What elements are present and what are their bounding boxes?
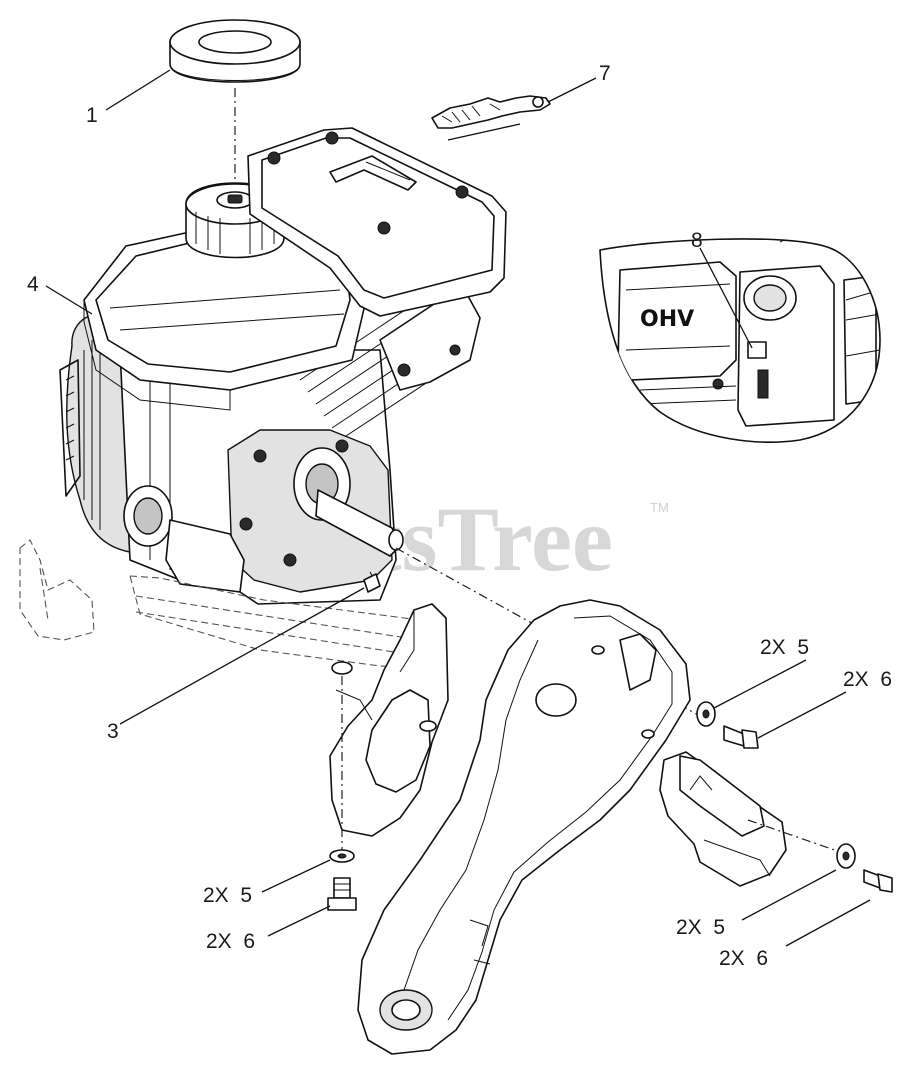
- hardware-washer-mid[interactable]: [696, 701, 716, 727]
- callout-2x5-top: 2X 5: [760, 636, 809, 659]
- decal-ohv-text: OHV: [640, 307, 694, 332]
- inset-decal-detail: OHV: [599, 238, 881, 443]
- callout-labels: 1 7 8 4 3 2X 5 2X 6 2X 5 2X 6 2X 5 2X 6: [27, 62, 892, 970]
- callout-2x5-right: 2X 5: [676, 916, 725, 939]
- part-mount-plate[interactable]: [329, 603, 449, 837]
- hardware-bolt-left[interactable]: [327, 877, 357, 911]
- hardware-washer-left[interactable]: [329, 849, 355, 863]
- callout-7: 7: [599, 62, 611, 85]
- callout-2x6-right: 2X 6: [719, 947, 768, 970]
- callout-2x6-top: 2X 6: [843, 668, 892, 691]
- axis-line-bracket: [747, 819, 847, 855]
- leader-lines: [45, 69, 871, 947]
- part-engine[interactable]: [59, 127, 507, 605]
- callout-2x5-left: 2X 5: [203, 884, 252, 907]
- callout-4: 4: [27, 273, 39, 296]
- hardware-washer-right[interactable]: [836, 843, 856, 869]
- part-gasket-ring[interactable]: [169, 19, 301, 83]
- part-tiller-frame[interactable]: [357, 599, 691, 1055]
- hardware-bolt-right[interactable]: [863, 869, 893, 893]
- part-shield-bracket[interactable]: [659, 751, 787, 887]
- watermark-trademark: TM: [650, 500, 669, 515]
- part-key[interactable]: [363, 573, 381, 593]
- callout-8: 8: [691, 229, 703, 252]
- hardware-bolt-mid[interactable]: [723, 725, 759, 749]
- callout-2x6-left: 2X 6: [206, 930, 255, 953]
- callout-1: 1: [86, 104, 98, 127]
- callout-3: 3: [107, 720, 119, 743]
- part-cable-tie[interactable]: [431, 95, 551, 129]
